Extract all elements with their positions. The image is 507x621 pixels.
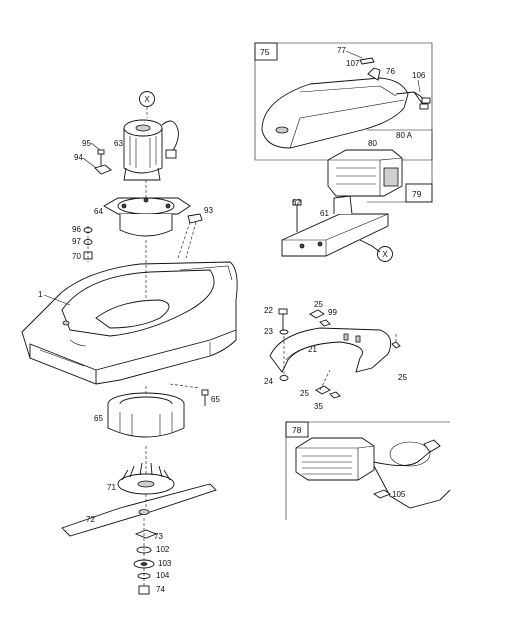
label-78: 78 xyxy=(292,425,302,435)
label-94: 94 xyxy=(74,153,83,162)
box-78 xyxy=(285,421,451,520)
label-22: 22 xyxy=(264,306,273,315)
label-95: 95 xyxy=(82,139,91,148)
bolt-94-95 xyxy=(94,149,112,175)
label-102: 102 xyxy=(156,545,170,554)
label-35: 35 xyxy=(314,402,323,411)
blade-72 xyxy=(61,483,217,537)
label-24: 24 xyxy=(264,377,273,386)
part-93 xyxy=(177,213,203,259)
label-106: 106 xyxy=(412,71,426,80)
box-75 xyxy=(254,42,433,161)
label-77: 77 xyxy=(337,46,346,55)
box-79 xyxy=(327,129,433,203)
label-75: 75 xyxy=(260,47,270,57)
label-65-ring: 65 xyxy=(94,414,103,423)
label-104: 104 xyxy=(156,571,170,580)
label-103: 103 xyxy=(158,559,172,568)
part-labels: 1 63 95 94 64 93 96 97 70 65 65 71 72 73… xyxy=(38,46,426,594)
label-64: 64 xyxy=(94,207,103,216)
screw-65-right xyxy=(169,383,209,406)
shield-21 xyxy=(269,308,401,399)
label-1: 1 xyxy=(38,290,43,299)
svg-text:X: X xyxy=(382,250,388,259)
label-99: 99 xyxy=(328,308,337,317)
label-23: 23 xyxy=(264,327,273,336)
ring-65 xyxy=(107,386,185,438)
label-97: 97 xyxy=(72,237,81,246)
label-71: 71 xyxy=(107,483,116,492)
bolt-stack xyxy=(133,518,158,595)
label-25-right: 25 xyxy=(398,373,407,382)
switch-plate-61: X xyxy=(281,195,393,262)
mower-deck-1 xyxy=(21,240,238,385)
label-74: 74 xyxy=(156,585,165,594)
motor-63 xyxy=(123,119,179,181)
label-73: 73 xyxy=(154,532,163,541)
label-63: 63 xyxy=(114,139,123,148)
label-25-bottom: 25 xyxy=(300,389,309,398)
label-105: 105 xyxy=(392,490,406,499)
fan-71 xyxy=(117,446,175,495)
label-93: 93 xyxy=(204,206,213,215)
label-80: 80 xyxy=(368,139,377,148)
label-107: 107 xyxy=(346,59,360,68)
label-21: 21 xyxy=(308,345,317,354)
label-76: 76 xyxy=(386,67,395,76)
label-72: 72 xyxy=(86,515,95,524)
label-79: 79 xyxy=(412,189,422,199)
label-65-screw: 65 xyxy=(211,395,220,404)
motor-bracket-64 xyxy=(103,180,191,237)
fasteners-96-97-70 xyxy=(83,226,93,262)
label-61: 61 xyxy=(320,209,329,218)
label-96: 96 xyxy=(72,225,81,234)
label-62: 62 xyxy=(292,198,301,207)
label-80a: 80 A xyxy=(396,131,413,140)
label-25-top: 25 xyxy=(314,300,323,309)
label-70: 70 xyxy=(72,252,81,261)
svg-text:X: X xyxy=(144,95,150,104)
marker-x-top: X xyxy=(139,91,155,118)
